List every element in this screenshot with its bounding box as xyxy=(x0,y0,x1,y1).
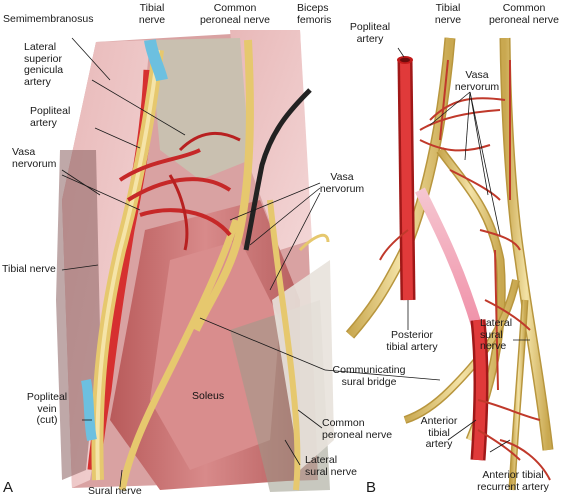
label-lateral-superior-genicular-artery: Lateral superior genicula artery xyxy=(24,41,64,88)
label-vasa-nervorum-b: Vasa nervorum xyxy=(454,69,500,93)
label-popliteal-vein-cut: Popliteal vein (cut) xyxy=(26,391,68,426)
label-anterior-tibial-recurrent-artery: Anterior tibial recurrent artery xyxy=(477,469,549,493)
label-vasa-nervorum-left: Vasa nervorum xyxy=(12,146,57,170)
panel-b-leaders xyxy=(324,47,530,453)
label-tibial-nerve-top: Tibial nerve xyxy=(138,2,166,26)
label-biceps-femoris: Biceps femoris xyxy=(297,2,332,26)
panel-letter-a: A xyxy=(3,479,14,496)
label-lateral-sural-nerve-b: Lateral sural nerve xyxy=(480,317,513,352)
label-soleus: Soleus xyxy=(192,390,225,402)
label-lateral-sural-nerve-a: Lateral sural nerve xyxy=(305,454,357,478)
label-semimembranosus: Semimembranosus xyxy=(3,13,94,25)
label-common-peroneal-nerve-b: Common peroneal nerve xyxy=(488,2,560,26)
label-popliteal-artery-a: Popliteal artery xyxy=(30,105,71,129)
label-tibial-nerve-mid: Tibial nerve xyxy=(2,263,56,275)
label-communicating-sural-bridge: Communicating sural bridge xyxy=(332,364,406,388)
panel-letter-b: B xyxy=(366,479,377,496)
panel-a-photo xyxy=(56,30,334,492)
label-common-peroneal-top: Common peroneal nerve xyxy=(199,2,271,26)
label-tibial-nerve-b: Tibial nerve xyxy=(434,2,462,26)
label-vasa-nervorum-right: Vasa nervorum xyxy=(319,171,365,195)
label-posterior-tibial-artery: Posterior tibial artery xyxy=(386,329,438,353)
panel-a-leaders xyxy=(61,37,326,488)
label-anterior-tibial-artery: Anterior tibial artery xyxy=(420,415,458,450)
label-common-peroneal-bottom: Common peroneal nerve xyxy=(322,417,393,441)
panel-b-diagram xyxy=(345,37,554,491)
label-sural-nerve: Sural nerve xyxy=(88,485,142,497)
label-popliteal-artery-b: Popliteal artery xyxy=(349,21,391,45)
